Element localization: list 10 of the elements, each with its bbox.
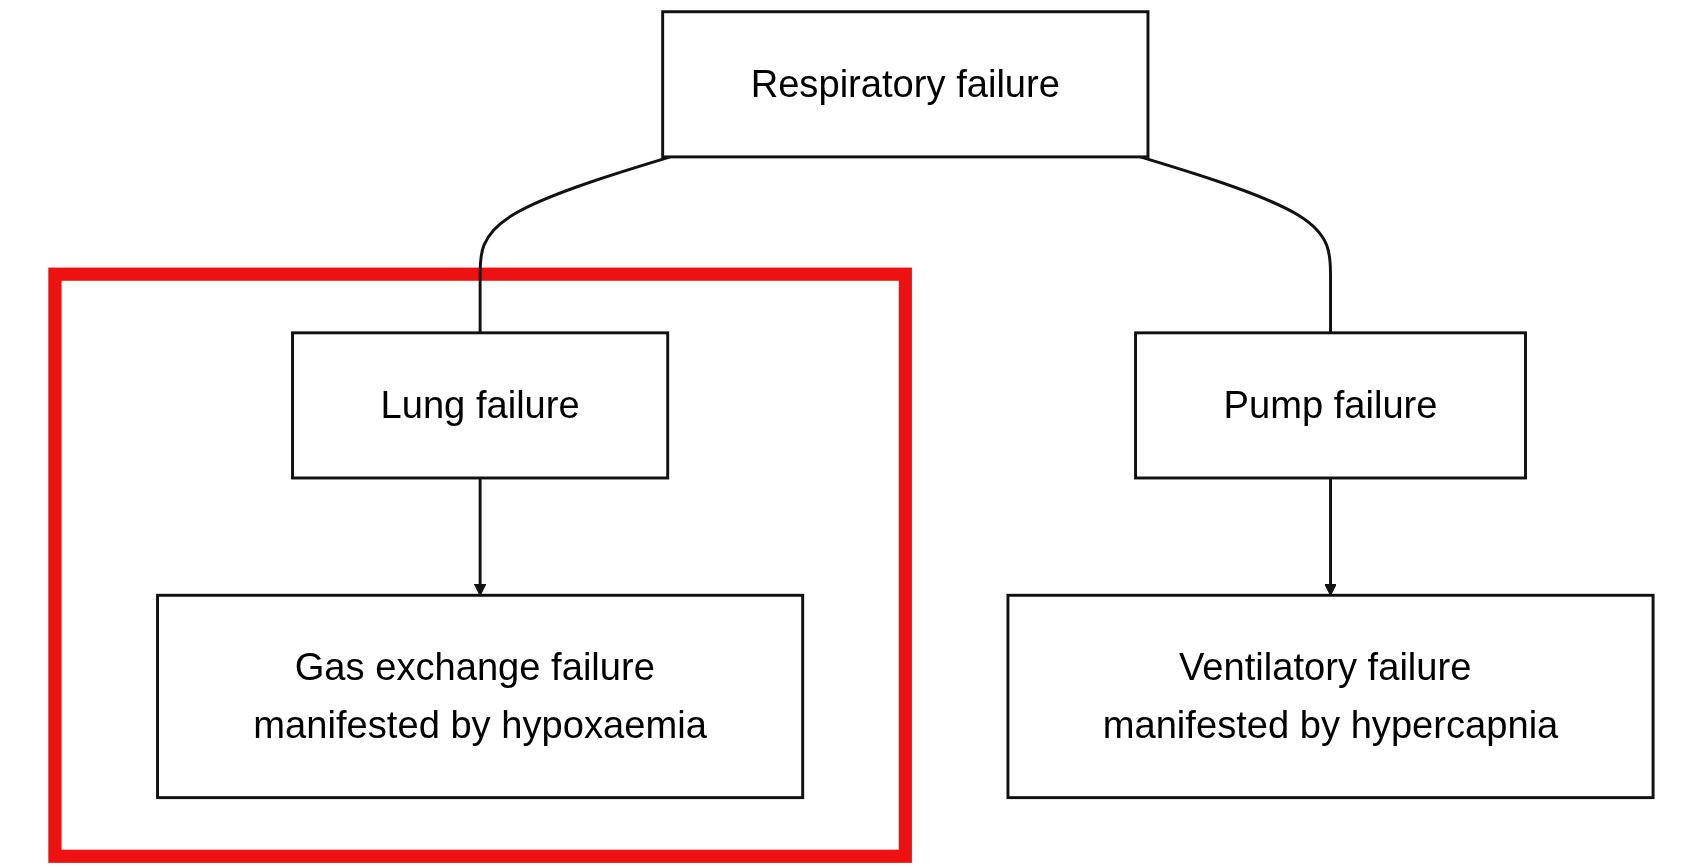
arrow: [473, 478, 487, 596]
node-box: [156, 593, 805, 800]
connector: [1140, 155, 1332, 333]
arrow: [1324, 478, 1337, 596]
node-box: [1134, 331, 1527, 480]
connector: [478, 155, 671, 333]
node-box: [661, 10, 1150, 159]
cluster: [48, 267, 912, 863]
node-box: [1006, 593, 1655, 800]
node-box: [291, 331, 670, 480]
